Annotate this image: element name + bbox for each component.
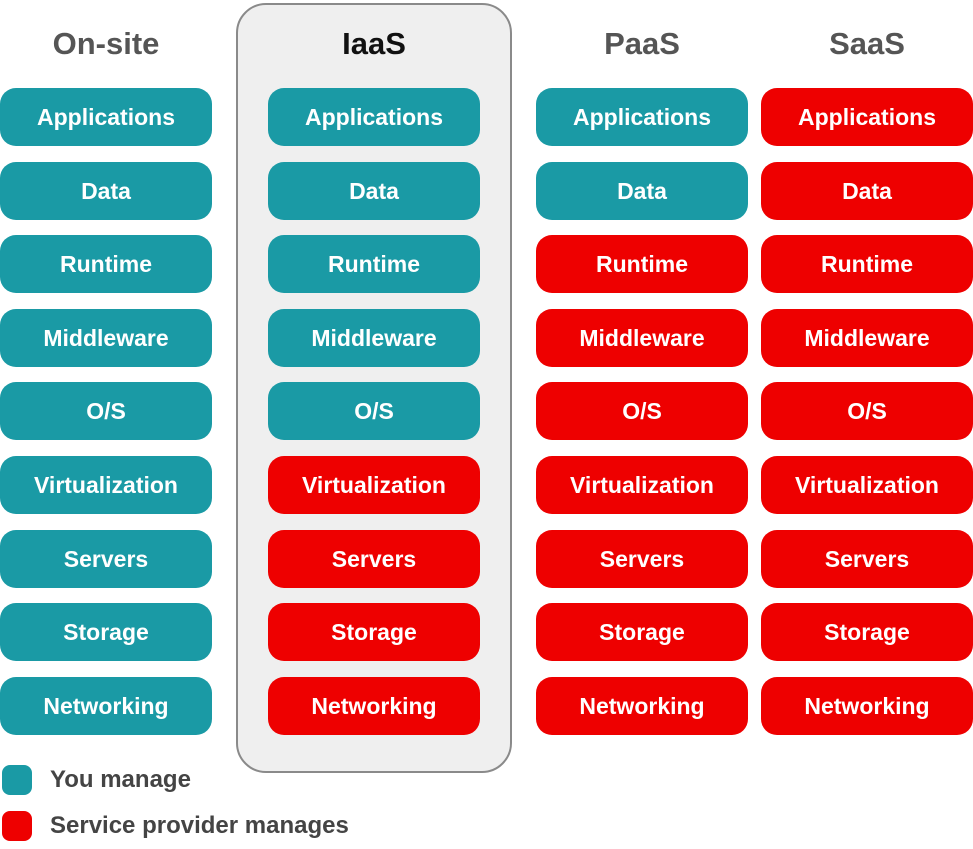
layer-storage: Storage xyxy=(268,603,480,662)
layer-middleware: Middleware xyxy=(761,308,973,367)
legend-swatch-you-manage xyxy=(2,765,32,795)
layer-applications: Applications xyxy=(536,88,748,146)
column-title-iaas: IaaS xyxy=(342,26,406,61)
layer-runtime: Runtime xyxy=(0,235,212,294)
layer-servers: Servers xyxy=(761,529,973,588)
layer-virtualization: Virtualization xyxy=(0,455,212,514)
layer-o-s: O/S xyxy=(268,382,480,441)
layer-runtime: Runtime xyxy=(536,235,748,294)
column-title-on-site: On-site xyxy=(52,26,160,61)
legend-item-provider-manages: Service provider manages xyxy=(2,803,349,849)
layer-o-s: O/S xyxy=(761,382,973,441)
layer-data: Data xyxy=(536,161,748,220)
layer-servers: Servers xyxy=(536,529,748,588)
layer-applications: Applications xyxy=(268,88,480,146)
layer-runtime: Runtime xyxy=(761,235,973,294)
layer-networking: Networking xyxy=(536,676,748,735)
layer-data: Data xyxy=(268,161,480,220)
layer-servers: Servers xyxy=(0,529,212,588)
layer-o-s: O/S xyxy=(536,382,748,441)
layer-networking: Networking xyxy=(268,676,480,735)
layer-applications: Applications xyxy=(0,88,212,146)
layer-virtualization: Virtualization xyxy=(761,455,973,514)
legend-label-you-manage: You manage xyxy=(50,766,191,793)
layer-networking: Networking xyxy=(761,676,973,735)
legend-swatch-provider-manages xyxy=(2,811,32,841)
layer-virtualization: Virtualization xyxy=(536,455,748,514)
column-title-saas: SaaS xyxy=(829,26,905,61)
layer-storage: Storage xyxy=(0,603,212,662)
layer-data: Data xyxy=(0,161,212,220)
legend-label-provider-manages: Service provider manages xyxy=(50,812,349,839)
layer-middleware: Middleware xyxy=(0,308,212,367)
layer-storage: Storage xyxy=(536,603,748,662)
layer-networking: Networking xyxy=(0,676,212,735)
legend: You manage Service provider manages xyxy=(2,757,349,849)
column-title-paas: PaaS xyxy=(604,26,680,61)
layer-middleware: Middleware xyxy=(268,308,480,367)
layer-servers: Servers xyxy=(268,529,480,588)
layer-virtualization: Virtualization xyxy=(268,455,480,514)
layer-o-s: O/S xyxy=(0,382,212,441)
layer-data: Data xyxy=(761,161,973,220)
layer-storage: Storage xyxy=(761,603,973,662)
layer-runtime: Runtime xyxy=(268,235,480,294)
layer-applications: Applications xyxy=(761,88,973,146)
layer-middleware: Middleware xyxy=(536,308,748,367)
legend-item-you-manage: You manage xyxy=(2,757,349,803)
